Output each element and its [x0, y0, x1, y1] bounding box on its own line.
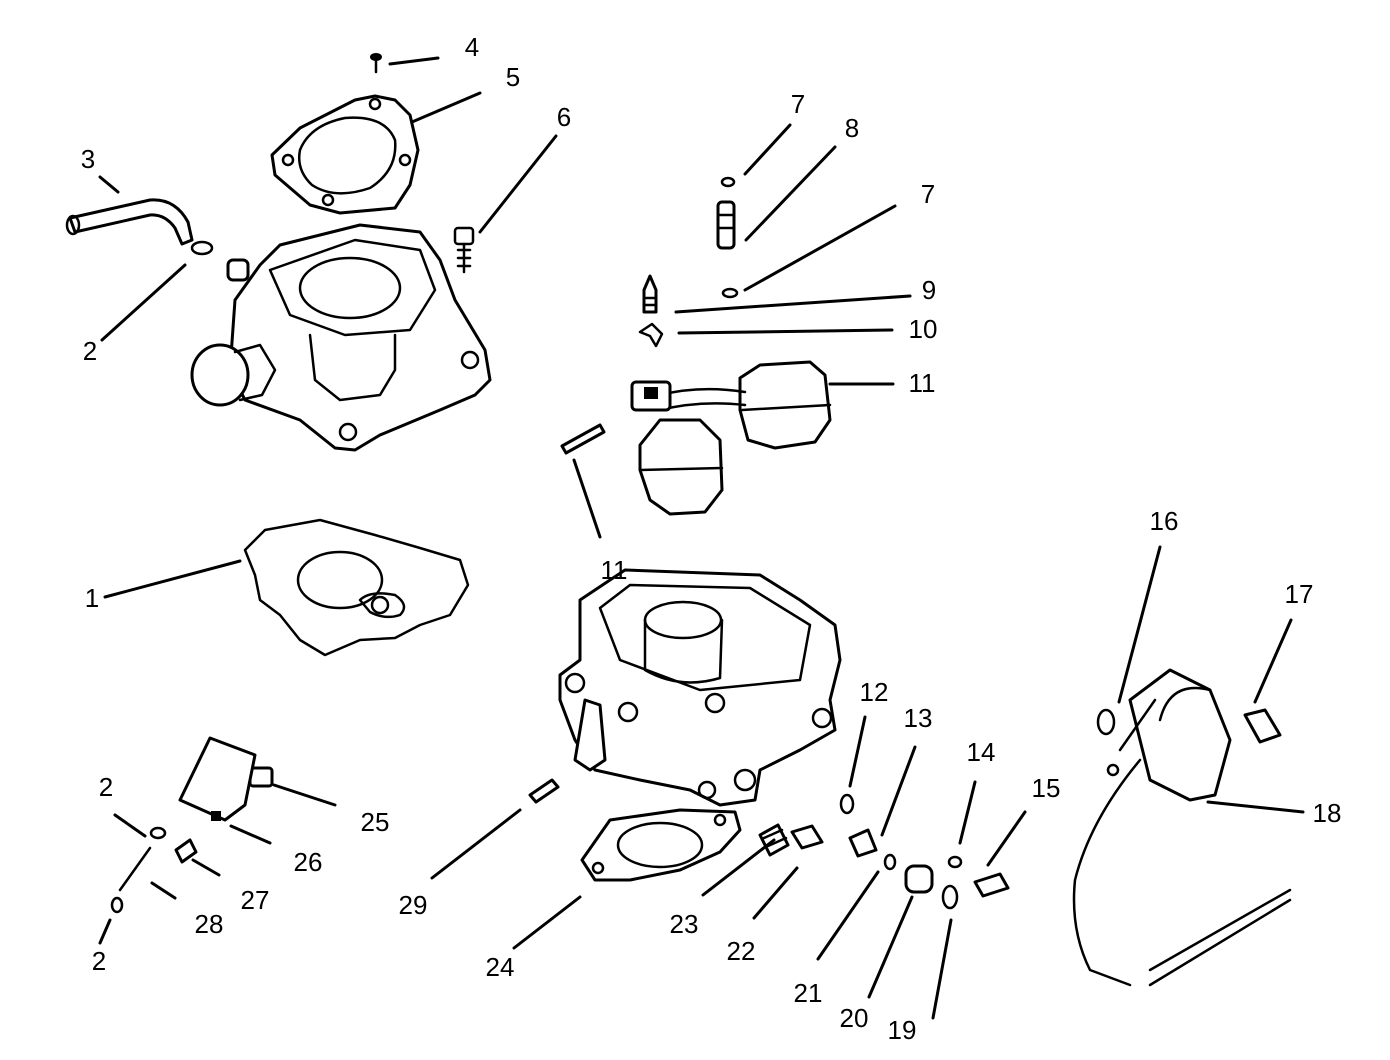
callout-22: 22	[727, 936, 756, 966]
part-7-oring-top	[720, 176, 736, 188]
part-2-clamp-top	[190, 240, 214, 256]
part-1-gasket	[243, 518, 470, 657]
callout-2-left-bottom: 2	[92, 946, 106, 976]
callout-7-top: 7	[791, 89, 805, 119]
callout-13: 13	[904, 703, 933, 733]
callout-5: 5	[506, 62, 520, 92]
part-9-needle	[642, 274, 658, 314]
part-3-hose	[65, 198, 194, 246]
callout-6: 6	[557, 102, 571, 132]
callout-4: 4	[465, 32, 479, 62]
callout-24: 24	[486, 952, 515, 982]
callout-16: 16	[1150, 506, 1179, 536]
part-22-screw	[790, 824, 824, 850]
part-16-oring	[1096, 708, 1116, 736]
callout-26: 26	[294, 847, 323, 877]
part-7-oring-bottom	[721, 287, 739, 299]
part-8-needle-seat	[716, 200, 736, 250]
callout-27: 27	[241, 885, 270, 915]
callout-14: 14	[967, 737, 996, 767]
callout-11-pin: 11	[601, 555, 628, 585]
callout-1: 1	[85, 583, 99, 613]
part-12-oring	[839, 793, 855, 815]
part-11-float	[630, 360, 832, 516]
leader-lines	[98, 56, 1305, 1020]
callout-11-float: 11	[909, 368, 936, 398]
main-body	[558, 568, 842, 807]
part-27-screw	[174, 838, 198, 864]
callout-3: 3	[81, 144, 95, 174]
callout-17: 17	[1285, 579, 1314, 609]
callout-12: 12	[860, 677, 889, 707]
callout-8: 8	[845, 113, 859, 143]
part-13-screw	[848, 828, 878, 858]
part-17-screw	[1243, 708, 1282, 744]
part-24-gasket	[580, 808, 742, 882]
part-19-oring	[941, 884, 959, 910]
callout-18: 18	[1313, 798, 1342, 828]
part-14-spring	[947, 855, 963, 869]
part-29-screw	[528, 778, 560, 804]
part-6-screw	[453, 226, 475, 274]
callout-25: 25	[361, 807, 390, 837]
part-18-sensor	[1072, 668, 1292, 987]
callout-2-top: 2	[83, 336, 97, 366]
callout-2-left-top: 2	[99, 772, 113, 802]
part-10-clip	[638, 322, 664, 348]
part-11-pin	[560, 423, 606, 455]
callout-19: 19	[888, 1015, 917, 1045]
part-15-screw	[973, 872, 1010, 898]
part-28-wire	[118, 846, 152, 892]
part-26-switch	[178, 736, 257, 822]
callout-10: 10	[909, 314, 938, 344]
callout-20: 20	[840, 1003, 869, 1033]
callout-23: 23	[670, 909, 699, 939]
callout-28: 28	[195, 909, 224, 939]
part-2-clamp-left-bottom	[110, 896, 124, 914]
part-21-oring	[883, 853, 897, 871]
callout-15: 15	[1032, 773, 1061, 803]
callout-29: 29	[399, 890, 428, 920]
callout-9: 9	[922, 275, 936, 305]
part-20-bushing	[904, 864, 934, 894]
callout-7-bottom: 7	[921, 179, 935, 209]
part-4-screw	[370, 53, 382, 74]
part-2-clamp-left-top	[149, 826, 167, 840]
callout-21: 21	[794, 978, 823, 1008]
part-5-gasket	[270, 94, 420, 215]
upper-body-cover	[190, 223, 492, 452]
